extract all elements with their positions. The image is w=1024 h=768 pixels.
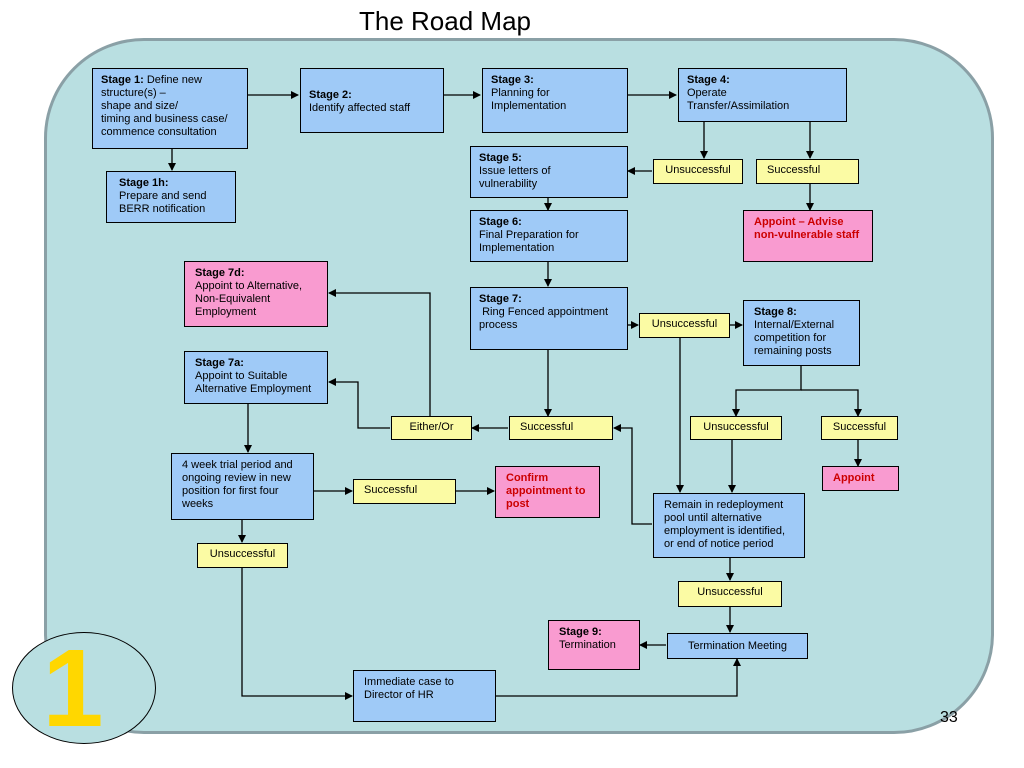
stage1h-label: Stage 1h:: [119, 177, 169, 189]
stage9-box: Stage 9: Termination: [548, 620, 640, 670]
page-title: The Road Map: [359, 6, 531, 36]
stage4-successful-box: Successful: [756, 159, 859, 184]
either-or-box: Either/Or: [391, 416, 472, 440]
stage3-box: Stage 3: Planning for Implementation: [482, 68, 628, 133]
stage7d-label: Stage 7d:: [195, 267, 245, 279]
stage8-unsuccessful-box: Unsuccessful: [690, 416, 782, 440]
stage7-label: Stage 7:: [479, 293, 522, 305]
stage4-box: Stage 4: Operate Transfer/Assimilation: [678, 68, 847, 122]
stage7a-box: Stage 7a: Appoint to Suitable Alternativ…: [184, 351, 328, 404]
termination-meeting-box: Termination Meeting: [667, 633, 808, 659]
trial-period-box: 4 week trial period and ongoing review i…: [171, 453, 314, 520]
stage7d-box: Stage 7d: Appoint to Alternative, Non-Eq…: [184, 261, 328, 327]
stage5-label: Stage 5:: [479, 152, 522, 164]
stage6-label: Stage 6:: [479, 216, 522, 228]
immediate-case-box: Immediate case to Director of HR: [353, 670, 496, 722]
stage6-box: Stage 6: Final Preparation for Implement…: [470, 210, 628, 262]
line-unsuccessful-immediate: [241, 568, 353, 700]
stage3-label: Stage 3:: [491, 74, 534, 86]
stage7-successful-box: Successful: [509, 416, 613, 440]
stage1h-text: Prepare and send BERR notification: [119, 190, 207, 215]
stage2-text: Identify affected staff: [309, 102, 411, 114]
stage7d-text: Appoint to Alternative, Non-Equivalent E…: [195, 280, 303, 318]
stage5-text: Issue letters of vulnerability: [479, 165, 551, 190]
trial-unsuccessful-box: Unsuccessful: [197, 543, 288, 568]
stage6-text: Final Preparation for Implementation: [479, 229, 579, 254]
section-badge-number: 1: [42, 627, 104, 750]
stage8-box: Stage 8: Internal/External competition f…: [743, 300, 860, 366]
stage4-unsuccessful-box: Unsuccessful: [653, 159, 743, 184]
stage2-box: Stage 2: Identify affected staff: [300, 68, 444, 133]
stage7-unsuccessful-box: Unsuccessful: [639, 313, 730, 338]
line-eitheror-stage7a: [328, 378, 390, 429]
stage8-successful-box: Successful: [821, 416, 898, 440]
stage8-label: Stage 8:: [754, 306, 797, 318]
stage1-label: Stage 1:: [101, 74, 144, 86]
stage3-text: Planning for Implementation: [491, 87, 567, 112]
stage7-text: Ring Fenced appointment process: [479, 306, 609, 331]
stage1h-box: Stage 1h: Prepare and send BERR notifica…: [106, 171, 236, 223]
stage2-label: Stage 2:: [309, 89, 352, 101]
stage1-box: Stage 1: Define new structure(s) – shape…: [92, 68, 248, 149]
line-immediate-termination: [496, 658, 741, 697]
stage4-text: Operate Transfer/Assimilation: [687, 87, 790, 112]
stage5-box: Stage 5: Issue letters of vulnerability: [470, 146, 628, 198]
line-stage8-successful: [801, 389, 862, 417]
line-remain-successful: [613, 424, 652, 525]
stage8-text: Internal/External competition for remain…: [754, 319, 835, 357]
line-eitheror-stage7d: [328, 289, 431, 416]
stage9-label: Stage 9:: [559, 626, 602, 638]
stage7-box: Stage 7: Ring Fenced appointment process: [470, 287, 628, 350]
line-stage8-branches: [732, 366, 802, 417]
page-number: 33: [940, 709, 958, 726]
confirm-appointment-box: Confirm appointment to post: [495, 466, 600, 518]
remain-unsuccessful-box: Unsuccessful: [678, 581, 782, 607]
appoint-advise-box: Appoint – Advise non-vulnerable staff: [743, 210, 873, 262]
trial-successful-box: Successful: [353, 479, 456, 504]
stage7a-label: Stage 7a:: [195, 357, 244, 369]
section-badge: 1: [12, 627, 156, 750]
stage7a-text: Appoint to Suitable Alternative Employme…: [195, 370, 312, 395]
stage9-text: Termination: [559, 639, 616, 651]
stage1-text: Define new structure(s) – shape and size…: [101, 74, 228, 138]
stage4-label: Stage 4:: [687, 74, 730, 86]
appoint-box: Appoint: [822, 466, 899, 491]
redeployment-pool-box: Remain in redeployment pool until altern…: [653, 493, 805, 558]
